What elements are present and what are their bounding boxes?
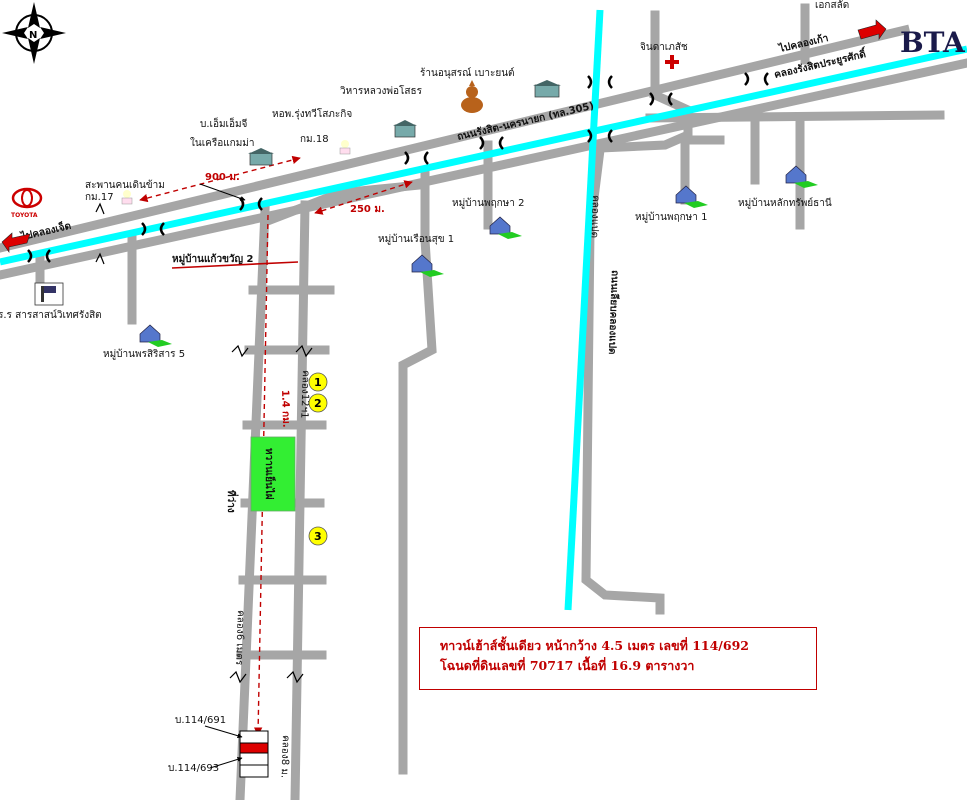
plot-691-label: บ.114/691	[175, 715, 226, 726]
jindakaset-label: จินดาเภสัช	[640, 42, 688, 53]
house-icon	[489, 216, 522, 239]
junction-mark	[587, 75, 613, 89]
shop-label: ร้านอนุสรณ์ เบาะยนต์	[420, 67, 515, 79]
buddha-statue-icon	[461, 80, 483, 113]
north-compass-icon: N	[2, 2, 66, 64]
school-label: ร.ร สารสาสน์วิเทศรังสิต	[0, 309, 102, 321]
dist-line-900	[139, 155, 301, 203]
ek-salat-label: เอกสลัด	[815, 0, 849, 11]
soi-12-label: คลอง12ฯ1	[298, 370, 311, 419]
junction-mark	[27, 249, 51, 263]
road-along-khlong-paet-label: ถนนเลียบคลองแปด	[606, 270, 621, 355]
village-ruensuk-label: หมู่บ้านเรือนสุข 1	[378, 233, 454, 245]
green-zone	[250, 436, 296, 512]
road-loop	[595, 89, 693, 153]
dist-250-label: 250 ม.	[350, 204, 385, 215]
person-icon	[121, 190, 133, 205]
mm-company-label: บ.เอ็มเอ็มจี	[200, 116, 248, 130]
school-flag-icon	[34, 282, 64, 306]
target-plot-692	[239, 742, 269, 754]
property-info-line-2: โฉนดที่ดินเลขที่ 70717 เนื้อที่ 16.9 ตาร…	[440, 658, 695, 673]
junction-mark	[744, 72, 769, 86]
bta-logo: BTA	[900, 26, 966, 59]
house-icon	[411, 254, 444, 277]
toyota-logo: TOYOTA	[11, 187, 43, 219]
dist-14-label: 1.4 กม.	[279, 390, 291, 428]
dist-900-label: 900 ม.	[205, 172, 240, 183]
junction-mark	[479, 136, 504, 150]
plot-693-label: บ.114/693	[168, 763, 219, 774]
arrow-to-khlong-kao	[857, 19, 887, 40]
marker-3: 3	[308, 526, 328, 546]
plot-693-pointer	[209, 756, 243, 769]
toyota-text: TOYOTA	[11, 212, 38, 219]
dorm-label: หอพ.รุ่งทวีโสภะกิจ	[272, 107, 352, 120]
village-kaewkwan-underline	[171, 261, 299, 269]
dist-line-250	[314, 180, 413, 215]
road-ruen-suk	[398, 167, 437, 775]
temple-label: วิหารหลวงพ่อโสธร	[340, 84, 423, 97]
svg-text:3: 3	[314, 530, 322, 543]
village-pruksa2-label: หมู่บ้านพฤกษา 2	[452, 197, 524, 209]
marker-2: 2	[308, 393, 328, 413]
svg-text:1: 1	[314, 376, 322, 389]
highway-305-north	[0, 24, 911, 253]
mm-company-label-2: ในเครือแกมม่า	[190, 137, 255, 149]
house-icon	[139, 324, 172, 347]
bta-logo-text: BTA	[900, 26, 966, 59]
arrow-to-khlong-ched	[1, 232, 31, 253]
canal-khlong-paet	[564, 9, 604, 611]
break-marks	[95, 202, 313, 684]
canals	[0, 9, 967, 611]
property-info-box: ทาวน์เฮ้าส์ชั้นเดียว หน้ากว้าง 4.5 เมตร …	[419, 627, 817, 690]
junction-mark	[649, 92, 673, 106]
pharmacy-cross-icon	[665, 55, 679, 69]
marker-1: 1	[308, 372, 328, 392]
svg-text:N: N	[29, 30, 37, 41]
khlong-paet-label: คลองแปด	[589, 195, 601, 238]
dist-line-14	[253, 214, 269, 736]
person-icon	[339, 140, 351, 155]
soi-8-label: คลอง8 ม.	[279, 735, 291, 778]
village-pornsiri-label: หมู่บ้านพรสิริสาร 5	[103, 348, 185, 360]
footbridge-pointer	[199, 183, 246, 201]
property-info-line-1: ทาวน์เฮ้าส์ชั้นเดียว หน้ากว้าง 4.5 เมตร …	[440, 638, 749, 653]
distance-lines	[139, 155, 413, 736]
dorm-km-label: กม.18	[300, 134, 329, 145]
target-plots	[239, 730, 269, 778]
junction-mark	[141, 222, 165, 236]
factory-icon	[248, 148, 274, 166]
footbridge-km-label: กม.17	[85, 192, 114, 203]
junction-mark	[587, 129, 613, 143]
frontage-road-right	[645, 110, 945, 123]
svg-text:2: 2	[314, 397, 322, 410]
vacant-label: ที่ว่าง	[225, 490, 239, 513]
shop-building-icon	[533, 80, 561, 98]
village-pruksa1-label: หมู่บ้านพฤกษา 1	[635, 211, 707, 223]
junction-mark	[404, 151, 429, 165]
house-icon	[785, 165, 818, 188]
village-kaewkwan-label: หมู่บ้านแก้วขวัญ 2	[172, 253, 254, 266]
building-icon	[393, 120, 417, 138]
house-icon	[675, 185, 708, 208]
village-laksap-label: หมู่บ้านหลักทรัพย์ธานี	[738, 197, 832, 209]
green-zone-label: หวานเย็นไผ่	[263, 448, 277, 500]
plot-691-pointer	[204, 725, 243, 739]
footbridge-label: สะพานคนเดินข้าม	[85, 179, 165, 191]
soi-6-label: คลอง6 เมตร	[233, 610, 246, 666]
